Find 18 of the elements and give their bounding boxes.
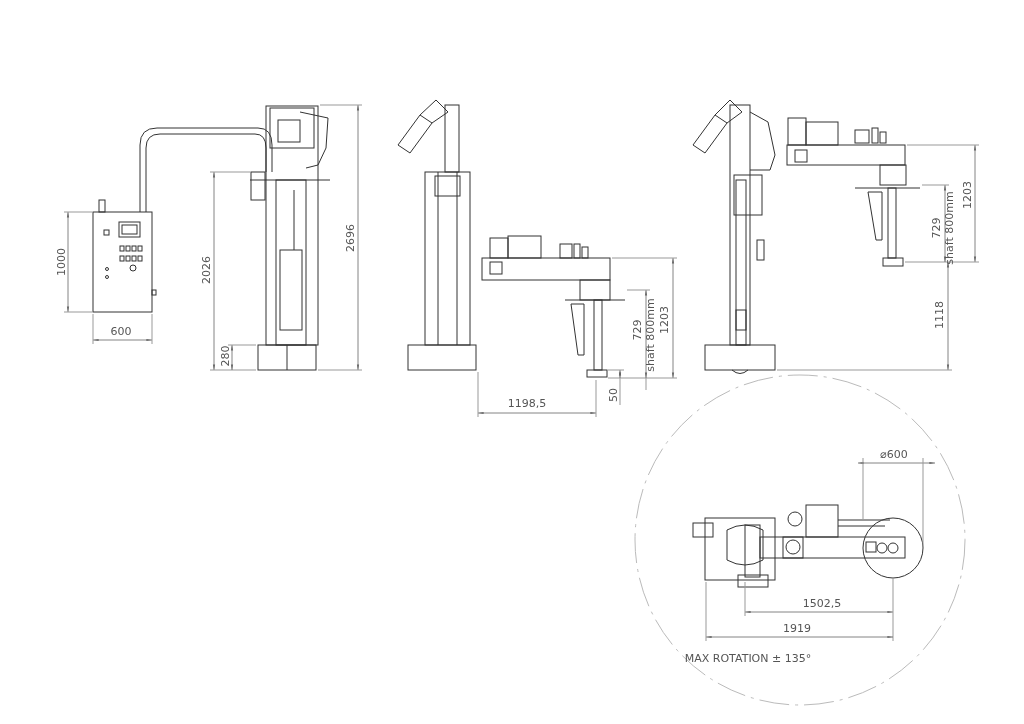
dimension-value: 729 bbox=[632, 319, 644, 341]
dimension-value: 1198,5 bbox=[507, 398, 547, 410]
dimension-value: 2696 bbox=[345, 224, 357, 252]
dimension-value: 729 bbox=[931, 217, 943, 239]
dimension-value: 1919 bbox=[783, 623, 811, 635]
rotation-note: MAX ROTATION ± 135° bbox=[684, 653, 812, 665]
dimension-note: shaft 800mm bbox=[944, 191, 956, 265]
dimension-value: 1502,5 bbox=[802, 598, 842, 610]
dimension-value: 1118 bbox=[934, 301, 946, 329]
dimension-value: 2026 bbox=[201, 256, 213, 284]
dimension-value: 1000 bbox=[56, 248, 68, 276]
dimension-value: 280 bbox=[220, 345, 232, 367]
dimension-value: 1203 bbox=[659, 306, 671, 334]
dimension-value: 600 bbox=[110, 326, 132, 338]
dimension-value: 1203 bbox=[962, 181, 974, 209]
diameter-value: ⌀600 bbox=[880, 449, 908, 461]
dimension-note: shaft 800mm bbox=[645, 298, 657, 372]
dimension-value: 50 bbox=[608, 388, 620, 402]
